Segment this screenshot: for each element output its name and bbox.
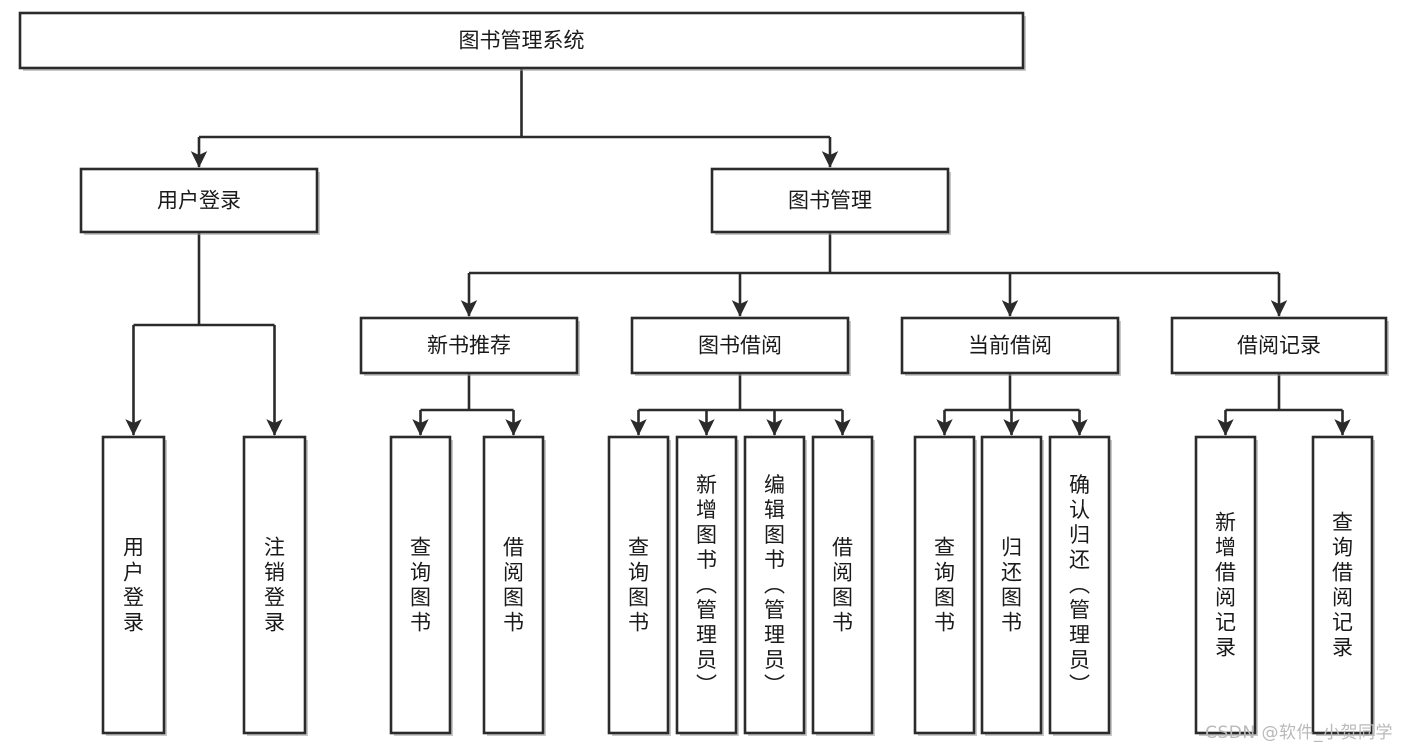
node-new-book-recommend[interactable]: 新书推荐: [359, 316, 580, 376]
node-rect[interactable]: [389, 435, 452, 735]
node-label: 编辑图书︵管理员︶: [764, 473, 785, 697]
connector-layer: [125, 68, 1351, 436]
node-leaf-query-borrow-record[interactable]: 查询借阅记录: [1311, 435, 1375, 736]
node-label: 借阅记录: [1237, 334, 1321, 358]
node-leaf-query-book-1[interactable]: 查询图书: [389, 435, 453, 736]
node-label: 图书管理: [788, 189, 872, 213]
node-label: 归还图书: [1001, 536, 1022, 635]
node-leaf-confirm-return[interactable]: 确认归还︵管理员︶: [1048, 435, 1112, 736]
node-label: 注销登录: [264, 536, 285, 635]
node-label: 用户登录: [157, 189, 241, 213]
node-label: 图书借阅: [698, 334, 782, 358]
node-rect[interactable]: [675, 435, 738, 735]
node-leaf-add-book[interactable]: 新增图书︵管理员︶: [675, 435, 739, 736]
node-rect[interactable]: [743, 435, 806, 735]
node-rect[interactable]: [101, 435, 166, 735]
node-leaf-user-login[interactable]: 用户登录: [101, 435, 167, 736]
node-root[interactable]: 图书管理系统: [18, 11, 1026, 71]
node-rect[interactable]: [1170, 316, 1388, 375]
node-leaf-add-borrow-record[interactable]: 新增借阅记录: [1194, 435, 1258, 736]
node-label: 确认归还︵管理员︶: [1069, 473, 1090, 697]
node-leaf-borrow-book-2[interactable]: 借阅图书: [811, 435, 875, 736]
node-label: 当前借阅: [968, 334, 1052, 358]
csdn-watermark: CSDN @软件_小贺同学: [1205, 723, 1393, 743]
node-rect[interactable]: [913, 435, 976, 735]
node-rect[interactable]: [980, 435, 1043, 735]
node-leaf-return-book[interactable]: 归还图书: [980, 435, 1044, 736]
node-label: 借阅图书: [832, 536, 853, 635]
connector-root-to-level2: [190, 68, 839, 168]
node-label: 查询图书: [410, 536, 431, 635]
node-layer: 图书管理系统用户登录用户登录注销登录图书管理新书推荐查询图书借阅图书图书借阅查询…: [18, 11, 1389, 736]
node-label: 新增借阅记录: [1215, 511, 1236, 660]
node-label: 用户登录: [123, 536, 144, 635]
node-label: 查询图书: [628, 536, 649, 635]
connector-book-management-to-groups: [460, 232, 1288, 317]
node-leaf-user-logout[interactable]: 注销登录: [242, 435, 308, 736]
node-rect[interactable]: [1048, 435, 1111, 735]
connector-new-book-recommend-to-leaves: [412, 373, 522, 436]
node-rect[interactable]: [811, 435, 874, 735]
node-user-login[interactable]: 用户登录: [79, 167, 320, 235]
node-book-borrow[interactable]: 图书借阅: [630, 316, 851, 376]
node-label: 新增图书︵管理员︶: [696, 473, 717, 697]
node-rect[interactable]: [1194, 435, 1257, 735]
node-rect[interactable]: [710, 167, 950, 234]
node-rect[interactable]: [607, 435, 670, 735]
node-rect[interactable]: [242, 435, 307, 735]
node-label: 新书推荐: [427, 334, 511, 358]
node-label: 查询图书: [934, 536, 955, 635]
node-rect[interactable]: [79, 167, 319, 234]
node-book-management[interactable]: 图书管理: [710, 167, 951, 235]
node-rect[interactable]: [900, 316, 1120, 375]
node-leaf-edit-book[interactable]: 编辑图书︵管理员︶: [743, 435, 807, 736]
connector-borrow-record-to-leaves: [1217, 373, 1351, 436]
node-label: 图书管理系统: [459, 29, 585, 53]
connector-user-login-to-leaves: [125, 232, 283, 436]
node-label: 借阅图书: [503, 536, 524, 635]
connector-book-borrow-to-leaves: [630, 373, 851, 436]
node-leaf-query-book-2[interactable]: 查询图书: [607, 435, 671, 736]
node-label: 查询借阅记录: [1332, 511, 1353, 660]
node-leaf-query-book-3[interactable]: 查询图书: [913, 435, 977, 736]
node-rect[interactable]: [18, 11, 1025, 70]
node-rect[interactable]: [630, 316, 850, 375]
connector-current-borrow-to-leaves: [936, 373, 1088, 436]
node-leaf-borrow-book-1[interactable]: 借阅图书: [482, 435, 546, 736]
node-rect[interactable]: [359, 316, 579, 375]
node-current-borrow[interactable]: 当前借阅: [900, 316, 1121, 376]
node-rect[interactable]: [482, 435, 545, 735]
node-rect[interactable]: [1311, 435, 1374, 735]
node-borrow-record[interactable]: 借阅记录: [1170, 316, 1389, 376]
